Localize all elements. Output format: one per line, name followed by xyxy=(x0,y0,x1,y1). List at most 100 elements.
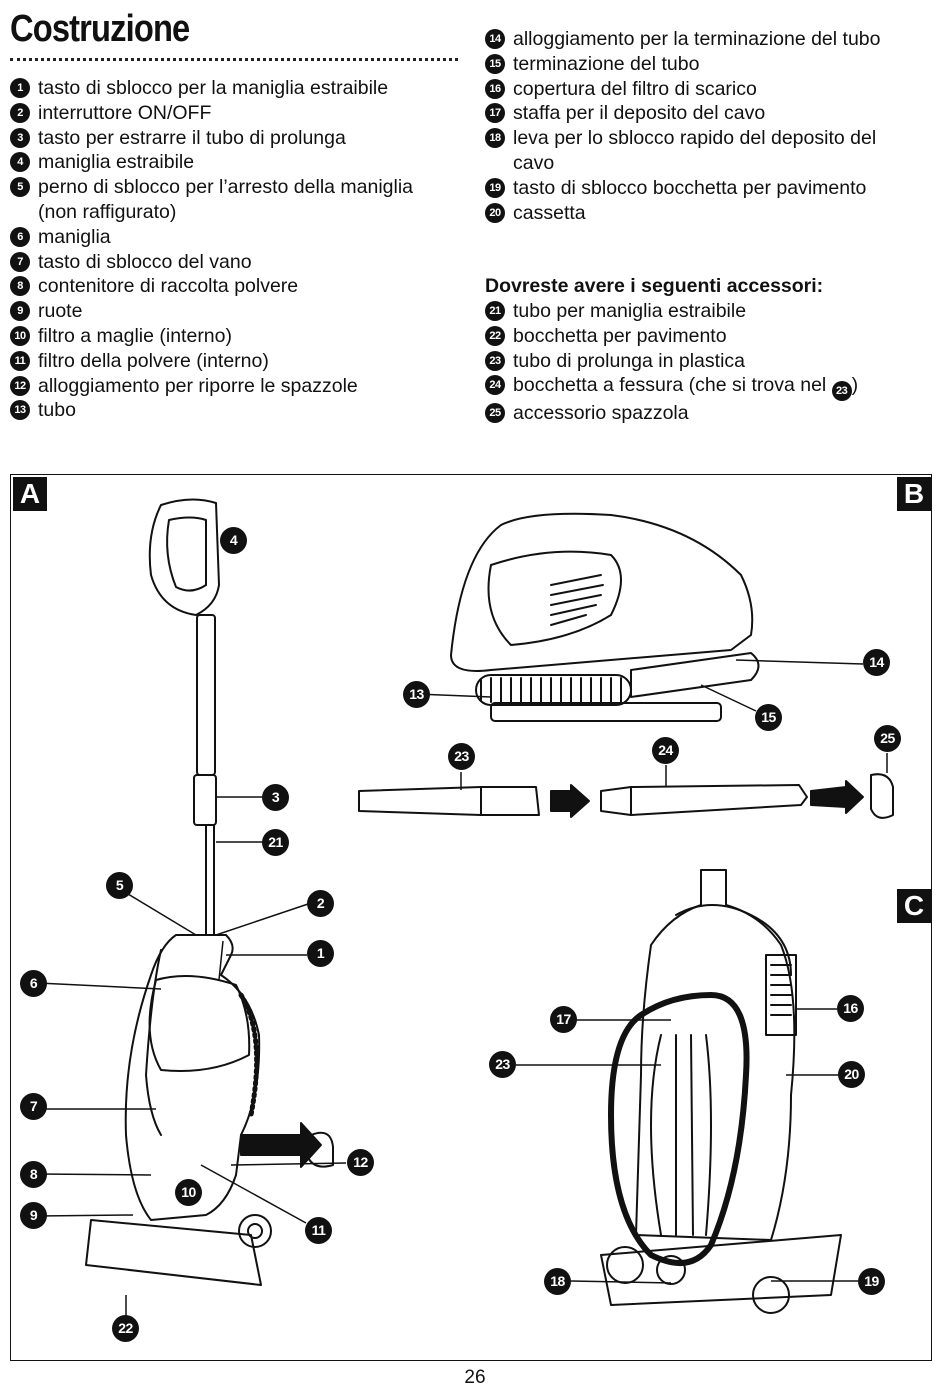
item-text: alloggiamento per la terminazione del tu… xyxy=(513,28,881,50)
list-item: 16 copertura del filtro di scarico xyxy=(485,77,935,102)
item-number-badge: 23 xyxy=(485,350,505,371)
item-text: staffa per il deposito del cavo xyxy=(513,102,766,125)
vacuum-illustration xyxy=(37,498,894,1320)
callout-3: 3 xyxy=(262,784,289,811)
item-number-badge: 3 xyxy=(10,127,30,148)
item-reference-badge: 23 xyxy=(831,381,852,402)
parts-list-right: 14 alloggiamento per la terminazione del … xyxy=(485,27,935,225)
construction-figure: A B C 4 3 21 5 2 1 6 7 12 8 10 9 11 22 1… xyxy=(10,474,932,1361)
panel-label-b: B xyxy=(897,477,931,511)
callout-7: 7 xyxy=(20,1093,47,1120)
callout-22: 22 xyxy=(112,1315,139,1342)
callout-1: 1 xyxy=(307,940,334,967)
item-number-badge: 13 xyxy=(10,400,30,421)
item-text: tasto di sblocco bocchetta per pavimento xyxy=(513,176,867,199)
item-number-badge: 9 xyxy=(10,301,30,322)
item-number-badge: 18 xyxy=(485,128,505,149)
item-number-badge: 14 xyxy=(485,29,505,49)
list-item: 11 filtro della polvere (interno) xyxy=(10,349,470,374)
crevice-nozzle-shape xyxy=(600,784,808,816)
callout-13: 13 xyxy=(403,681,430,708)
item-number-badge: 8 xyxy=(10,276,30,297)
callout-23-rear: 23 xyxy=(489,1051,516,1078)
callout-18: 18 xyxy=(544,1268,571,1295)
item-number-badge: 20 xyxy=(485,202,505,223)
panel-label-c: C xyxy=(897,889,931,923)
list-item: 2 interruttore ON/OFF xyxy=(10,101,470,126)
callout-25: 25 xyxy=(874,725,901,752)
item-number-badge: 21 xyxy=(485,301,505,321)
item-text: cassetta xyxy=(513,201,586,224)
item-text: contenitore di raccolta polvere xyxy=(38,275,299,298)
callout-8: 8 xyxy=(20,1161,47,1188)
item-text: filtro della polvere (interno) xyxy=(38,349,269,372)
rear-body-shape xyxy=(635,869,796,1241)
callout-24: 24 xyxy=(652,737,679,764)
item-number-badge: 4 xyxy=(10,152,30,173)
list-item: 23 tubo di prolunga in plastica xyxy=(485,349,935,374)
item-number-badge: 1 xyxy=(10,78,30,98)
callout-6: 6 xyxy=(20,970,47,997)
item-text: interruttore ON/OFF xyxy=(38,101,212,124)
item-text: copertura del filtro di scarico xyxy=(513,77,757,100)
callout-14: 14 xyxy=(863,649,890,676)
list-item: 17 staffa per il deposito del cavo xyxy=(485,101,935,126)
callout-12: 12 xyxy=(347,1149,374,1176)
item-text: terminazione del tubo xyxy=(513,52,700,75)
item-number-badge: 25 xyxy=(485,403,505,424)
item-text: alloggiamento per riporre le spazzole xyxy=(38,374,358,397)
item-number-badge: 2 xyxy=(10,102,30,123)
panel-label-a: A xyxy=(13,477,47,511)
item-number-badge: 11 xyxy=(10,350,30,371)
item-number-badge: 12 xyxy=(10,375,30,396)
item-number-badge: 22 xyxy=(485,325,505,346)
list-item: 14 alloggiamento per la terminazione del … xyxy=(485,27,935,52)
item-text: filtro a maglie (interno) xyxy=(38,324,232,347)
item-text: tasto per estrarre il tubo di prolunga xyxy=(38,126,346,149)
page-number: 26 xyxy=(464,1367,486,1388)
item-number-badge: 15 xyxy=(485,53,505,74)
item-text: tubo xyxy=(38,399,76,422)
list-item: 19 tasto di sblocco bocchetta per pavimen… xyxy=(485,176,935,201)
item-number-badge: 19 xyxy=(485,177,505,198)
item-text-tail: ) xyxy=(851,374,859,397)
item-number-badge: 24 xyxy=(485,375,505,396)
item-text: perno di sblocco per l’arresto della man… xyxy=(38,176,414,199)
callout-17: 17 xyxy=(550,1006,577,1033)
list-item: (non raffigurato) xyxy=(10,200,470,225)
item-text: (non raffigurato) xyxy=(38,200,177,223)
callout-5: 5 xyxy=(106,872,133,899)
item-text: accessorio spazzola xyxy=(513,402,689,425)
list-item: cavo xyxy=(485,151,935,176)
item-number-badge: 5 xyxy=(10,177,30,198)
callout-19: 19 xyxy=(858,1268,885,1295)
item-number-badge: 17 xyxy=(485,103,505,124)
list-item: 5 perno di sblocco per l’arresto della ma… xyxy=(10,175,470,200)
callout-21: 21 xyxy=(262,829,289,856)
item-text: tubo per maniglia estraibile xyxy=(513,300,747,322)
item-number-badge: 6 xyxy=(10,226,30,247)
page-title: Costruzione xyxy=(10,8,190,50)
rear-base-shape xyxy=(600,1234,842,1306)
callout-20: 20 xyxy=(838,1061,865,1088)
callout-10: 10 xyxy=(175,1179,202,1206)
item-text: bocchetta a fessura (che si trova nel xyxy=(513,374,827,397)
item-number-badge: 16 xyxy=(485,78,505,99)
list-item: 13 tubo xyxy=(10,398,470,423)
item-text: tasto di sblocco del vano xyxy=(38,250,252,273)
callout-11: 11 xyxy=(305,1217,332,1244)
list-item: 12 alloggiamento per riporre le spazzole xyxy=(10,374,470,399)
callout-2: 2 xyxy=(307,890,334,917)
callout-15: 15 xyxy=(755,704,782,731)
item-text: tubo di prolunga in plastica xyxy=(513,349,745,372)
